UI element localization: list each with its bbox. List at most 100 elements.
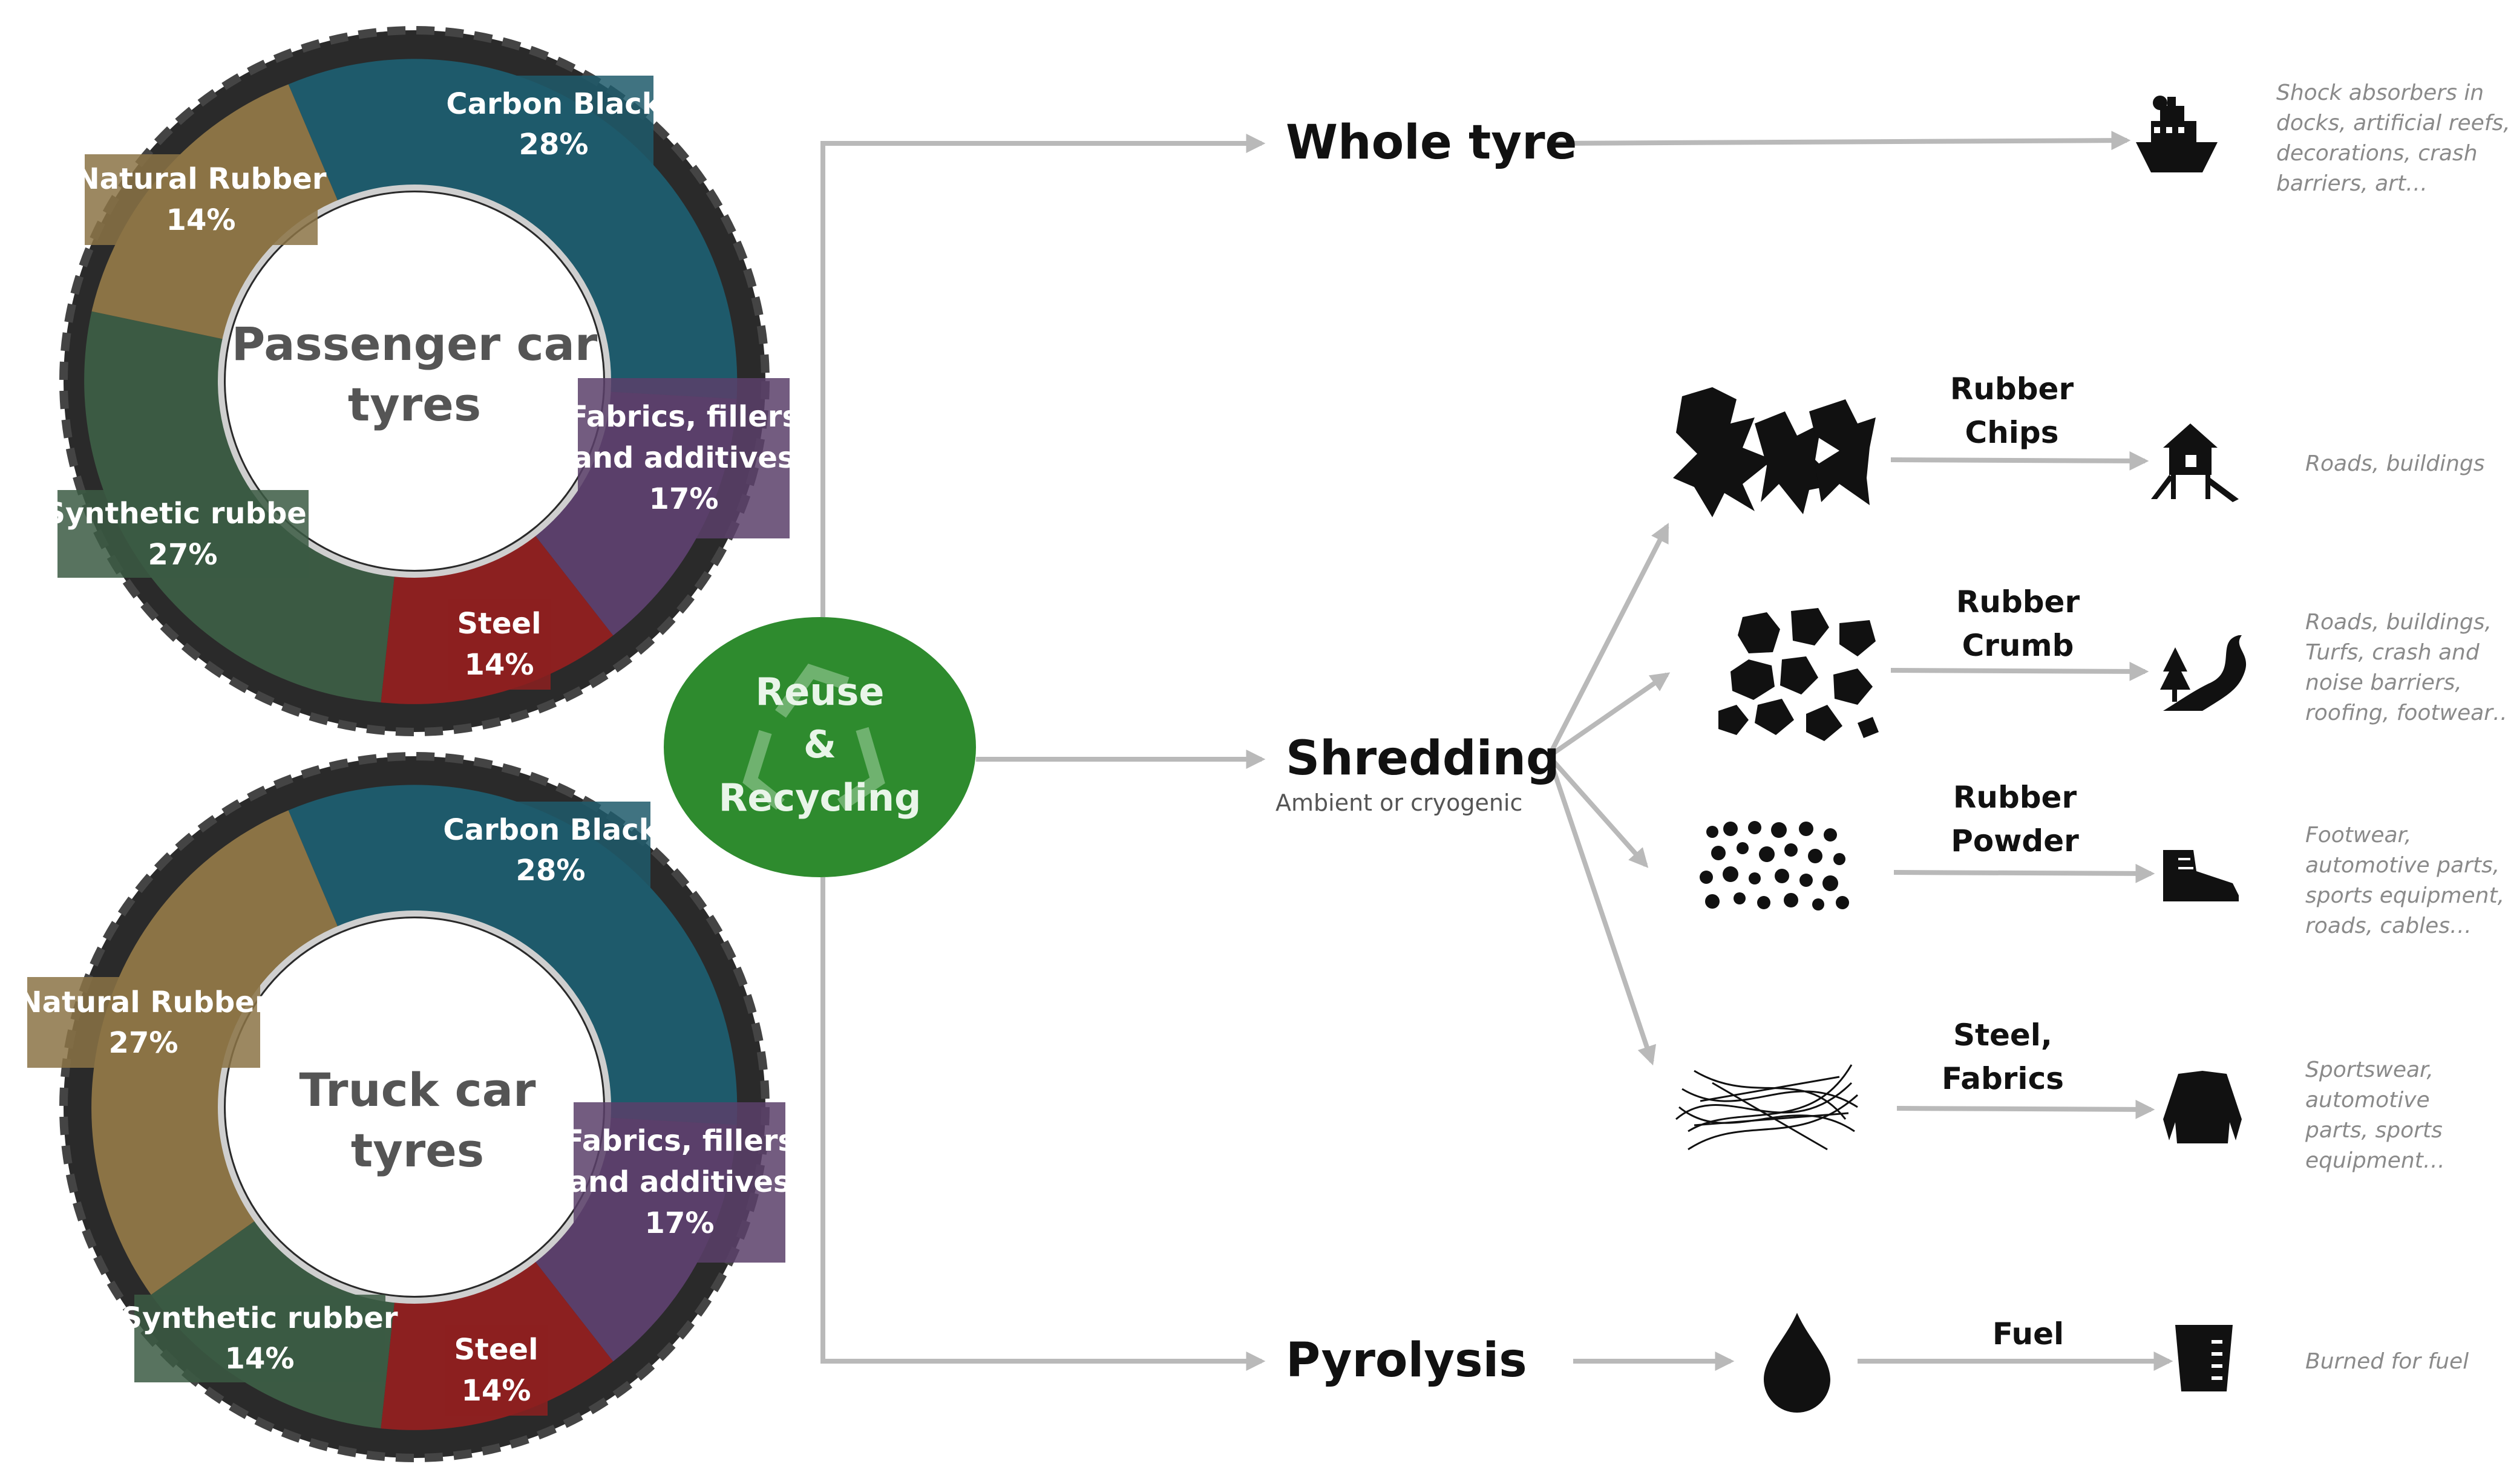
svg-text:Natural Rubber: Natural Rubber <box>18 986 269 1019</box>
crumb-to-use-connector <box>1890 661 2149 681</box>
svg-text:and additives: and additives <box>572 441 794 475</box>
rubber-powder-label-line2: Powder <box>1951 823 2079 858</box>
svg-text:parts, sports: parts, sports <box>2305 1118 2443 1143</box>
svg-text:Turfs, crash and: Turfs, crash and <box>2305 640 2480 665</box>
truck-carbon-black-label: Carbon Black 28% <box>443 802 659 895</box>
svg-text:roofing, footwear…: roofing, footwear… <box>2305 701 2508 725</box>
shredding-sublabel: Ambient or cryogenic <box>1275 789 1522 816</box>
hub-label-line2: & <box>804 722 836 767</box>
connectors <box>820 131 2173 1371</box>
whole-to-use-connector <box>1551 131 2131 151</box>
svg-text:Steel: Steel <box>454 1333 538 1367</box>
hub-to-pyrolysis-connector <box>820 877 1266 1371</box>
svg-text:27%: 27% <box>148 538 218 572</box>
truck-synthetic-rubber-label: Synthetic rubber 14% <box>121 1295 398 1382</box>
fuel-label: Fuel <box>1992 1316 2064 1352</box>
steel-fabrics-uses: Sportswear, automotive parts, sports equ… <box>2305 1057 2445 1173</box>
fuel-uses: Burned for fuel <box>2305 1349 2469 1374</box>
svg-text:27%: 27% <box>109 1026 178 1060</box>
rubber-chips-label-line2: Chips <box>1965 415 2059 450</box>
svg-text:Synthetic rubber: Synthetic rubber <box>44 497 321 531</box>
passenger-synthetic-rubber-label: Synthetic rubber 27% <box>44 490 321 578</box>
hub-label-line3: Recycling <box>719 776 922 820</box>
powder-to-use-connector <box>1893 863 2155 883</box>
beaker-icon <box>2175 1325 2233 1391</box>
road-icon <box>2160 635 2247 711</box>
svg-text:28%: 28% <box>516 854 586 887</box>
pyrolysis-label: Pyrolysis <box>1286 1333 1527 1388</box>
sweater-icon <box>2163 1071 2242 1143</box>
svg-text:Steel: Steel <box>457 607 541 641</box>
rubber-chips-icon <box>1673 387 1876 517</box>
passenger-tyre-title-line2: tyres <box>348 378 481 431</box>
svg-text:barriers, art…: barriers, art… <box>2276 171 2428 196</box>
svg-text:decorations, crash: decorations, crash <box>2276 141 2478 166</box>
svg-text:Roads, buildings,: Roads, buildings, <box>2305 610 2492 635</box>
svg-text:Roads, buildings: Roads, buildings <box>2305 451 2485 476</box>
whole-tyre-uses: Shock absorbers in docks, artificial ree… <box>2276 80 2508 196</box>
shred-to-fibres-connector <box>1547 755 1656 1066</box>
svg-text:17%: 17% <box>645 1206 715 1240</box>
rubber-crumb-icon <box>1718 608 1879 741</box>
hub-to-whole-connector <box>820 134 1266 617</box>
rubber-chips-label: Rubber <box>1950 371 2074 407</box>
oil-drop-icon <box>1764 1313 1830 1413</box>
svg-text:Sportswear,: Sportswear, <box>2305 1057 2434 1082</box>
hub-label-line1: Reuse <box>756 670 885 714</box>
svg-text:Natural Rubber: Natural Rubber <box>76 162 327 196</box>
svg-text:equipment…: equipment… <box>2305 1148 2445 1173</box>
rubber-powder-label: Rubber <box>1953 780 2077 815</box>
truck-natural-rubber-label: Natural Rubber 27% <box>18 977 269 1068</box>
svg-text:roads, cables…: roads, cables… <box>2305 914 2472 938</box>
steel-fibres-icon <box>1675 1064 1859 1151</box>
playhouse-icon <box>2151 423 2239 502</box>
svg-text:17%: 17% <box>649 482 719 516</box>
shredding-label: Shredding <box>1286 731 1560 786</box>
svg-text:automotive: automotive <box>2305 1088 2430 1113</box>
chips-to-use-connector <box>1890 451 2149 471</box>
recycle-icon <box>742 663 885 811</box>
passenger-steel-label: Steel 14% <box>448 599 551 690</box>
rubber-crumb-uses: Roads, buildings, Turfs, crash and noise… <box>2305 610 2508 725</box>
steel-fabrics-label: Steel, <box>1953 1018 2052 1053</box>
svg-text:Fabrics, fillers: Fabrics, fillers <box>568 400 799 434</box>
shred-to-crumb-connector <box>1547 672 1671 759</box>
svg-text:Footwear,: Footwear, <box>2305 823 2411 848</box>
steel-fabrics-label-line2: Fabrics <box>1942 1061 2064 1096</box>
svg-text:Fabrics, fillers: Fabrics, fillers <box>564 1124 795 1158</box>
shred-to-powder-connector <box>1547 754 1649 868</box>
svg-text:28%: 28% <box>519 128 589 162</box>
truck-tyre-title-line2: tyres <box>351 1123 484 1177</box>
shred-to-chips-connector <box>1547 523 1669 757</box>
rubber-powder-uses: Footwear, automotive parts, sports equip… <box>2305 823 2504 938</box>
svg-text:14%: 14% <box>462 1374 531 1408</box>
truck-tyre: Truck car tyres Carbon Black 28% Natural… <box>18 752 795 1462</box>
rubber-crumb-label-line2: Crumb <box>1962 628 2074 663</box>
rubber-crumb-label: Rubber <box>1956 584 2080 619</box>
passenger-tyre-title: Passenger car <box>232 317 598 371</box>
rubber-chips-uses: Roads, buildings <box>2305 451 2485 476</box>
passenger-fabrics-label: Fabrics, fillers and additives 17% <box>568 378 799 538</box>
boot-icon <box>2163 850 2239 901</box>
svg-text:14%: 14% <box>465 648 534 682</box>
svg-text:Synthetic rubber: Synthetic rubber <box>121 1301 398 1335</box>
svg-text:sports equipment,: sports equipment, <box>2305 883 2504 908</box>
fibres-to-use-connector <box>1896 1099 2155 1119</box>
svg-text:14%: 14% <box>166 203 236 237</box>
rubber-powder-icon <box>1700 821 1849 910</box>
whole-tyre-label: Whole tyre <box>1286 116 1577 170</box>
ship-icon <box>2136 96 2218 172</box>
passenger-natural-rubber-label: Natural Rubber 14% <box>76 154 327 245</box>
svg-text:Carbon Black: Carbon Black <box>443 813 658 847</box>
svg-text:Shock absorbers in: Shock absorbers in <box>2276 80 2484 105</box>
svg-text:noise barriers,: noise barriers, <box>2305 670 2462 695</box>
truck-tyre-title: Truck car <box>300 1063 536 1117</box>
svg-text:Carbon Black: Carbon Black <box>446 87 661 121</box>
svg-text:Burned for fuel: Burned for fuel <box>2305 1349 2469 1374</box>
passenger-carbon-black-label: Carbon Black 28% <box>446 76 662 169</box>
svg-text:and additives: and additives <box>568 1165 790 1199</box>
svg-text:docks, artificial reefs,: docks, artificial reefs, <box>2276 111 2508 136</box>
truck-fabrics-label: Fabrics, fillers and additives 17% <box>564 1102 795 1263</box>
reuse-recycling-hub: Reuse & Recycling <box>664 617 976 877</box>
svg-text:automotive parts,: automotive parts, <box>2305 853 2500 878</box>
